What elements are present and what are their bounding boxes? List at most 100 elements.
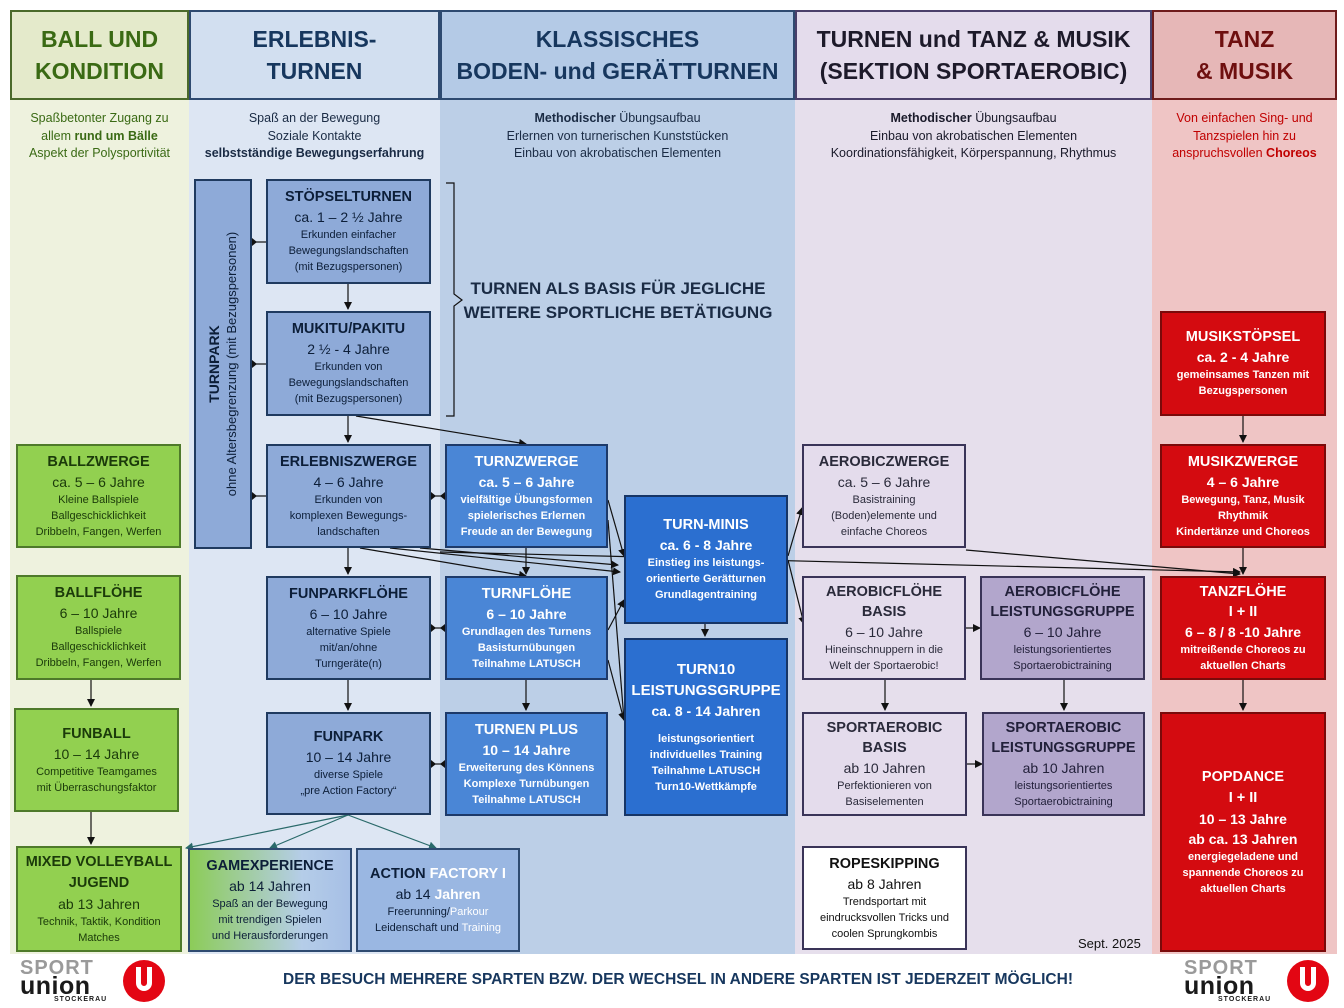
mixed-volleyball-box[interactable]: MIXED VOLLEYBALL JUGEND ab 13 Jahren Tec… [16, 846, 182, 952]
box-desc: Basisturnübungen [477, 641, 576, 654]
box-desc: Spaß an der Bewegung [212, 897, 328, 910]
logo-line2: union [20, 972, 91, 1000]
box-desc: Teilnahme LATUSCH [472, 657, 581, 670]
box-desc: (mit Bezugspersonen) [294, 261, 403, 273]
box-title: MUSIKSTÖPSEL [1185, 329, 1301, 345]
box-age: 6 – 8 / 8 -10 Jahre [1185, 624, 1301, 640]
box-desc: mitreißende Choreos zu [1180, 644, 1306, 656]
turnpark-box[interactable]: TURNPARK ohne Altersbegrenzung (mit Bezu… [194, 179, 252, 549]
box-desc: spannende Choreos zu [1182, 867, 1304, 879]
box-age: ca. 1 – 2 ½ Jahre [294, 209, 403, 225]
desc-line: Spaß an der Bewegung [248, 111, 381, 125]
funpark-box[interactable]: FUNPARK 10 – 14 Jahre diverse Spiele „pr… [266, 712, 431, 815]
box-desc: coolen Sprungkombis [831, 927, 938, 940]
desc-line: Tanzspielen hin zu [1193, 128, 1296, 143]
box-desc: energiegeladene und [1187, 851, 1299, 863]
box-title: TURNZWERGE [474, 453, 579, 470]
box-age: 10 – 14 Jahre [53, 745, 140, 762]
box-desc: Dribbeln, Fangen, Werfen [35, 657, 162, 669]
box-desc: diverse Spiele [313, 769, 384, 781]
aerobicfloehe-leistungsgruppe-box[interactable]: AEROBICFLÖHE LEISTUNGSGRUPPE 6 – 10 Jahr… [980, 576, 1145, 680]
box-age: ca. 2 - 4 Jahre [1196, 349, 1290, 365]
column-tanz-title-text: TANZ & MUSIK [1195, 26, 1294, 84]
turn10-box[interactable]: TURN10 LEISTUNGSGRUPPE ca. 8 - 14 Jahren… [624, 638, 788, 816]
box-age: 4 – 6 Jahre [313, 473, 384, 490]
box-title: BALLFLÖHE [54, 585, 143, 601]
union-emblem-icon [123, 960, 165, 1002]
desc-line: anspruchsvollen Choreos [1152, 145, 1337, 163]
box-desc: Kindertänze und Choreos [1176, 525, 1310, 538]
sportaerobic-leistungsgruppe-box[interactable]: SPORTAEROBIC LEISTUNGSGRUPPE ab 10 Jahre… [982, 712, 1145, 816]
box-desc: Matches [78, 932, 120, 944]
box-title: ACTION FACTORY I [370, 865, 506, 884]
action-factory-box[interactable]: ACTION FACTORY I ab 14 Jahren Freerunnin… [356, 848, 520, 952]
column-klassisch-desc: Methodischer Übungsaufbau Erlernen von t… [440, 110, 795, 163]
desc-line: Methodischer Übungsaufbau [795, 110, 1152, 128]
box-desc: mit Überraschungsfaktor [36, 781, 157, 794]
ballfloehe-box[interactable]: BALLFLÖHE 6 – 10 Jahre Ballspiele Ballge… [16, 575, 181, 680]
box-age: ab 13 Jahren [58, 896, 140, 912]
tanzfloehe-box[interactable]: TANZFLÖHE I + II 6 – 8 / 8 -10 Jahre mit… [1160, 576, 1326, 680]
box-desc: eindrucksvollen Tricks und [819, 911, 949, 924]
union-emblem-icon [1287, 960, 1329, 1002]
box-title: TANZFLÖHE I + II [1199, 584, 1287, 620]
popdance-box[interactable]: POPDANCE I + II 10 – 13 Jahre ab ca. 13 … [1160, 712, 1326, 952]
aerobiczwerge-box[interactable]: AEROBICZWERGE ca. 5 – 6 Jahre Basistrain… [802, 444, 966, 548]
box-age: ca. 5 – 6 Jahre [478, 473, 575, 490]
box-desc: Basiselementen [845, 796, 924, 808]
box-desc: komplexen Bewegungs- [289, 509, 408, 522]
box-desc: einfache Choreos [840, 525, 928, 538]
box-title: MUKITU/PAKITU [291, 321, 406, 337]
aerobicfloehe-basis-box[interactable]: AEROBICFLÖHE BASIS 6 – 10 Jahre Hineinsc… [802, 576, 966, 680]
musikstoepsel-box[interactable]: MUSIKSTÖPSEL ca. 2 - 4 Jahre gemeinsames… [1160, 311, 1326, 416]
box-title: POPDANCE I + II [1201, 769, 1285, 806]
box-desc: Leidenschaft und Training [375, 920, 501, 936]
desc-line: Einbau von akrobatischen Elementen [869, 128, 1078, 143]
box-age: 6 – 10 Jahre [486, 605, 567, 622]
funball-box[interactable]: FUNBALL 10 – 14 Jahre Competitive Teamga… [14, 708, 179, 812]
box-desc: Freude an der Bewegung [460, 525, 593, 538]
box-desc: Technik, Taktik, Kondition [37, 916, 161, 928]
stoepselturnen-box[interactable]: STÖPSELTURNEN ca. 1 – 2 ½ Jahre Erkunden… [266, 179, 431, 284]
mukitu-box[interactable]: MUKITU/PAKITU 2 ½ - 4 Jahre Erkunden von… [266, 311, 431, 416]
box-desc: Bewegungslandschaften [288, 245, 409, 257]
erlebniszwerge-box[interactable]: ERLEBNISZWERGE 4 – 6 Jahre Erkunden von … [266, 444, 431, 548]
box-desc: aktuellen Charts [1200, 883, 1286, 895]
basis-note: TURNEN ALS BASIS FÜR JEGLICHE WEITERE SP… [463, 279, 773, 322]
box-desc: Perfektionieren von [837, 780, 932, 792]
box-age: ca. 8 - 14 Jahren [651, 703, 761, 719]
box-desc: Erkunden einfacher [300, 229, 397, 241]
funparkfloehe-box[interactable]: FUNPARKFLÖHE 6 – 10 Jahre alternative Sp… [266, 576, 431, 680]
box-age: 4 – 6 Jahre [1206, 473, 1280, 490]
musikzwerge-box[interactable]: MUSIKZWERGE 4 – 6 Jahre Bewegung, Tanz, … [1160, 444, 1326, 548]
desc-line: Aspekt der Polysportivität [28, 146, 171, 160]
column-klassisch-title-text: KLASSISCHES BODEN- und GERÄTTURNEN [456, 26, 779, 84]
column-ball-title-text: BALL UND KONDITION [34, 26, 165, 84]
box-desc: (mit Bezugspersonen) [294, 393, 403, 405]
box-title: SPORTAEROBIC BASIS [826, 720, 943, 756]
turnen-plus-box[interactable]: TURNEN PLUS 10 – 14 Jahre Erweiterung de… [445, 712, 608, 816]
box-title: FUNPARKFLÖHE [289, 585, 408, 602]
sportunion-logo-left: SPORT union STOCKERAU [14, 958, 169, 1006]
box-age: 6 – 10 Jahre [59, 605, 138, 621]
desc-line: allem rund um Bälle [10, 128, 189, 146]
sportaerobic-basis-box[interactable]: SPORTAEROBIC BASIS ab 10 Jahren Perfekti… [802, 712, 967, 816]
column-klassisch-title: KLASSISCHES BODEN- und GERÄTTURNEN [440, 10, 795, 100]
gamexperience-box[interactable]: GAMEXPERIENCE ab 14 Jahren Spaß an der B… [188, 848, 352, 952]
box-age: 10 – 14 Jahre [482, 741, 571, 758]
desc-part: Leidenschaft und [375, 921, 462, 934]
turnzwerge-box[interactable]: TURNZWERGE ca. 5 – 6 Jahre vielfältige Ü… [445, 444, 608, 548]
desc-line: selbstständige Bewegungserfahrung [204, 146, 425, 160]
box-desc: Competitive Teamgames [36, 765, 157, 778]
box-age: 2 ½ - 4 Jahre [307, 341, 390, 357]
turnfloehe-box[interactable]: TURNFLÖHE 6 – 10 Jahre Grundlagen des Tu… [445, 576, 608, 680]
turn-minis-box[interactable]: TURN-MINIS ca. 6 - 8 Jahre Einstieg ins … [624, 495, 788, 624]
sportunion-logo-right: SPORT union STOCKERAU [1178, 958, 1333, 1006]
box-desc: und Herausforderungen [211, 929, 329, 942]
title-part-highlight: FACTORY I [429, 865, 506, 882]
logo-line2: union [1184, 972, 1255, 1000]
box-age: 6 – 10 Jahre [309, 605, 388, 622]
ballzwerge-box[interactable]: BALLZWERGE ca. 5 – 6 Jahre Kleine Ballsp… [16, 444, 181, 548]
ropeskipping-box[interactable]: ROPESKIPPING ab 8 Jahren Trendsportart m… [802, 846, 967, 950]
